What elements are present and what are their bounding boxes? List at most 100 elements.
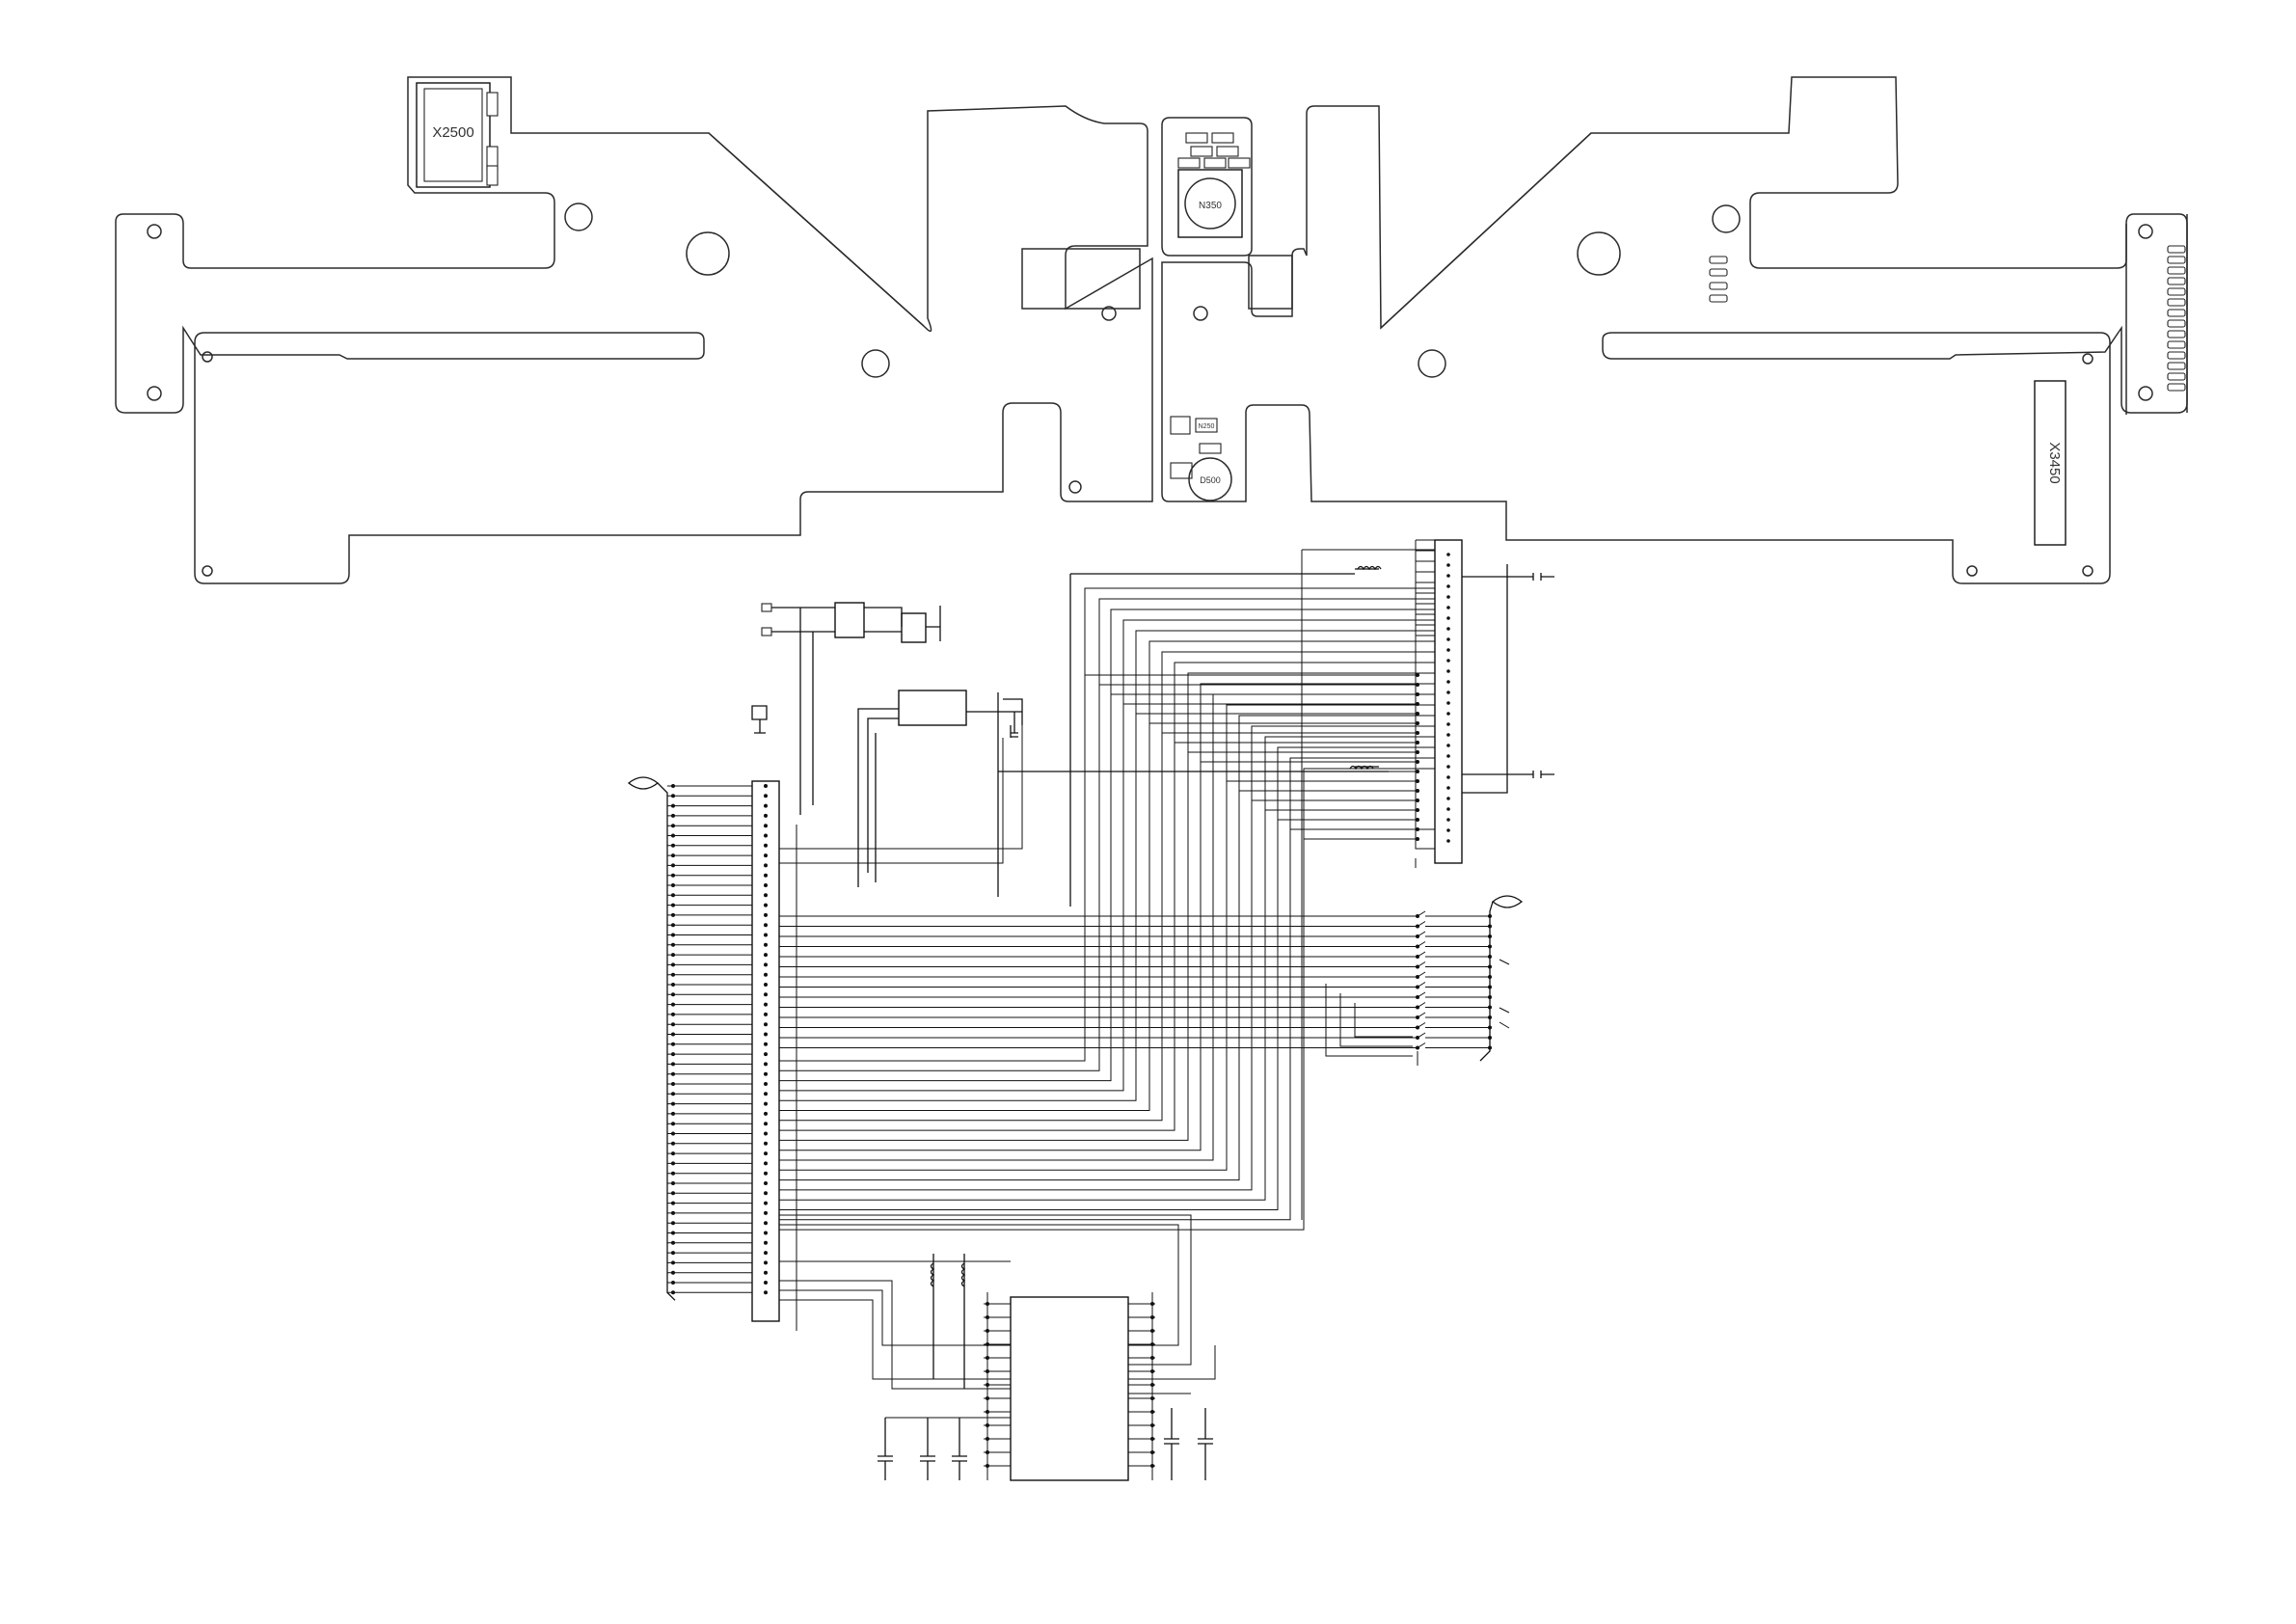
pin-dot: [1416, 808, 1419, 812]
pin-dot: [764, 1102, 768, 1106]
junction-dot: [671, 893, 675, 897]
junction-dot: [671, 844, 675, 848]
pin-dot: [764, 962, 768, 966]
switch-wire: [1418, 962, 1490, 967]
junction-dot: [671, 1202, 675, 1205]
mounting-hole: [1713, 205, 1740, 232]
junction-dot: [671, 794, 675, 798]
pin-dot: [1446, 722, 1450, 726]
junction-dot: [671, 1241, 675, 1245]
junction-dot: [671, 1251, 675, 1255]
edge-pad: [2168, 299, 2185, 306]
pin-dot: [764, 893, 768, 897]
junction-dot: [671, 1062, 675, 1066]
pin-dot: [764, 1181, 768, 1185]
pin-dot: [1416, 673, 1419, 677]
pin-dot: [764, 844, 768, 848]
mounting-hole: [203, 566, 212, 576]
edge-pad: [2168, 267, 2185, 274]
junction-dot: [671, 853, 675, 857]
junction-dot: [671, 992, 675, 996]
pin-dot: [764, 1092, 768, 1096]
routed-wire: [779, 839, 1418, 1230]
routed-wire: [1227, 705, 1435, 792]
routed-wire: [779, 810, 1418, 1200]
pin-dot: [1416, 798, 1419, 802]
junction-dot: [671, 814, 675, 818]
mounting-hole: [687, 232, 729, 275]
pin-dot: [1446, 563, 1450, 567]
edge-pad: [2168, 278, 2185, 284]
pin-dot: [764, 1221, 768, 1225]
stub-wire: [1416, 540, 1435, 579]
pin-dot: [1416, 789, 1419, 793]
x3450-connector: X3450: [2035, 381, 2066, 545]
stub-wire: [1416, 551, 1435, 589]
pin-dot: [764, 834, 768, 838]
edge-pad: [2168, 373, 2185, 380]
pin-dot: [1416, 731, 1419, 735]
junction-dot: [671, 1271, 675, 1275]
pin-dot: [764, 1202, 768, 1205]
switch-wire: [1418, 992, 1490, 997]
n350-module: N350: [1178, 133, 1250, 237]
switch-wire: [1418, 1023, 1490, 1028]
pin-dot: [1446, 701, 1450, 705]
pin-dot: [764, 784, 768, 788]
pin-dot: [764, 804, 768, 808]
pin-dot: [764, 992, 768, 996]
switch-wire: [1418, 1033, 1490, 1038]
junction-dot: [671, 1290, 675, 1294]
junction-dot: [671, 1033, 675, 1037]
pin-dot: [764, 934, 768, 937]
pin-dot: [764, 1241, 768, 1245]
mounting-hole: [1578, 232, 1620, 275]
pin-dot: [1446, 680, 1450, 684]
junction-dot: [671, 1211, 675, 1215]
junction-dot: [671, 913, 675, 917]
d500-label: D500: [1200, 475, 1221, 485]
junction-dot: [671, 1112, 675, 1116]
junction-dot: [671, 943, 675, 947]
edge-pad: [2168, 320, 2185, 327]
pin-dot: [764, 1042, 768, 1046]
pin-dot: [764, 953, 768, 957]
pin-dot: [1446, 553, 1450, 556]
pin-dot: [1446, 744, 1450, 747]
pin-dot: [1446, 797, 1450, 800]
filter-component: [902, 613, 926, 642]
junction-dot: [671, 1003, 675, 1007]
mounting-hole: [862, 350, 889, 377]
pin-dot: [764, 1022, 768, 1026]
switch-wire: [1418, 983, 1490, 988]
junction-dot: [671, 1052, 675, 1056]
junction-dot: [671, 1221, 675, 1225]
junction-dot: [671, 1132, 675, 1136]
junction-dot: [671, 973, 675, 977]
switch-wire: [1418, 952, 1490, 957]
routed-wire: [779, 800, 1418, 1190]
junction-dot: [671, 824, 675, 827]
pin-dot: [764, 883, 768, 887]
junction-dot: [671, 1142, 675, 1146]
junction-dot: [671, 1181, 675, 1185]
junction-dot: [671, 1172, 675, 1176]
pin-dot: [1446, 807, 1450, 811]
switch-wire: [1418, 942, 1490, 947]
pin-dot: [764, 1003, 768, 1007]
junction-dot: [671, 784, 675, 788]
switch-wire: [1418, 1043, 1490, 1048]
pin-dot: [1446, 595, 1450, 599]
mounting-hole: [2083, 566, 2093, 576]
routed-wire: [779, 791, 1418, 1180]
switch-wire: [1418, 1013, 1490, 1017]
pin-dot: [764, 814, 768, 818]
pin-dot: [1446, 659, 1450, 663]
pin-dot: [764, 1033, 768, 1037]
junction-dot: [671, 1042, 675, 1046]
junction-dot: [671, 1151, 675, 1155]
pin-dot: [764, 923, 768, 927]
routed-wire: [1128, 1345, 1215, 1394]
schematic: [629, 540, 1554, 1480]
